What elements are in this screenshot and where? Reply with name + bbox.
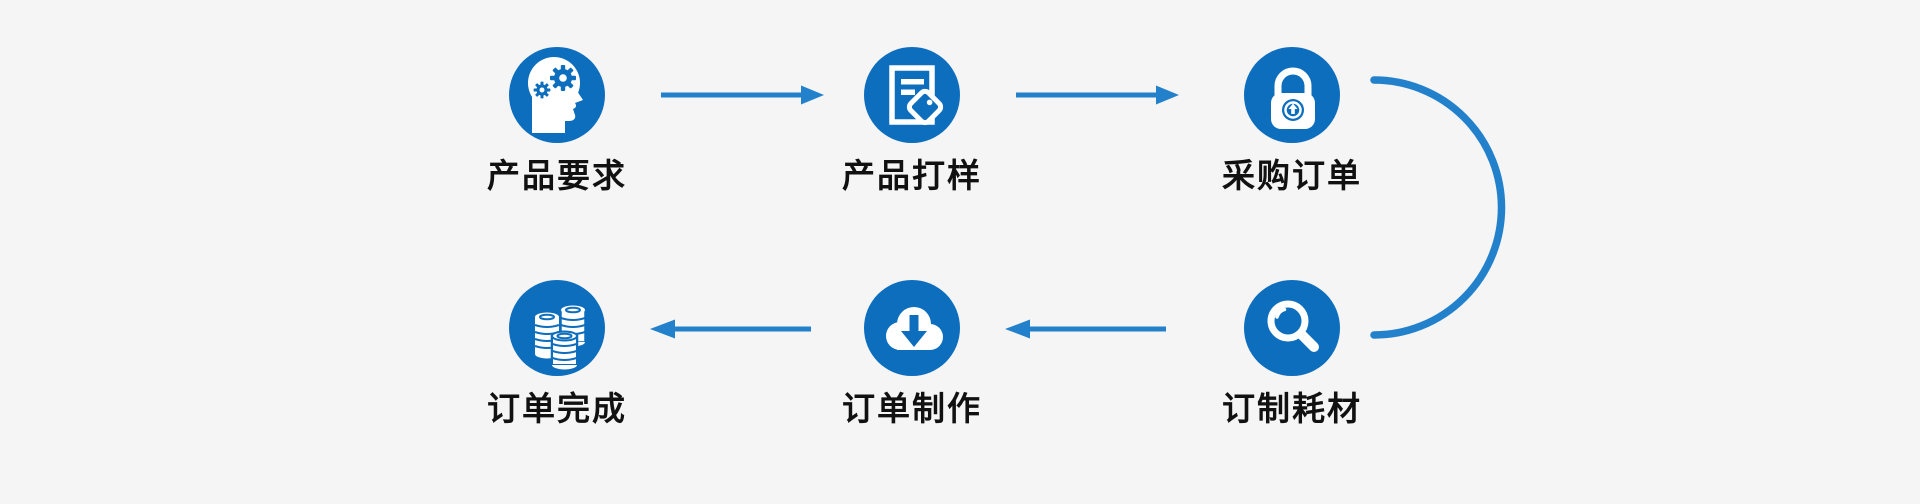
curve-purchase-to-consumables bbox=[1370, 76, 1506, 339]
node-product-requirements: 产品要求 bbox=[457, 47, 657, 193]
node-circle bbox=[1244, 280, 1340, 376]
node-product-sampling: 产品打样 bbox=[812, 47, 1012, 193]
magnifier-icon bbox=[1267, 300, 1319, 352]
node-circle bbox=[864, 280, 960, 376]
node-order-production: 订单制作 bbox=[812, 280, 1012, 426]
cloud-download-icon bbox=[886, 307, 943, 350]
arrow-production-to-completed bbox=[650, 319, 811, 339]
head-gears-icon bbox=[528, 57, 583, 133]
node-order-completed: 订单完成 bbox=[457, 280, 657, 426]
node-circle bbox=[509, 280, 605, 376]
node-label: 采购订单 bbox=[1222, 157, 1362, 194]
node-label: 订单制作 bbox=[842, 390, 982, 427]
padlock-icon bbox=[1271, 67, 1315, 129]
arrow-consumables-to-production bbox=[1005, 319, 1166, 339]
arrow-sampling-to-purchase bbox=[1016, 85, 1179, 105]
node-circle bbox=[864, 47, 960, 143]
node-circle bbox=[1244, 47, 1340, 143]
node-label: 订单完成 bbox=[487, 390, 627, 427]
node-custom-consumables: 订制耗材 bbox=[1192, 280, 1392, 426]
node-purchase-order: 采购订单 bbox=[1192, 47, 1392, 193]
coin-stacks-icon bbox=[534, 305, 586, 370]
node-label: 产品要求 bbox=[487, 157, 627, 194]
node-circle bbox=[509, 47, 605, 143]
node-label: 订制耗材 bbox=[1222, 390, 1362, 427]
arrow-requirements-to-sampling bbox=[661, 85, 824, 105]
node-label: 产品打样 bbox=[842, 157, 982, 194]
document-tag-icon bbox=[889, 65, 944, 126]
